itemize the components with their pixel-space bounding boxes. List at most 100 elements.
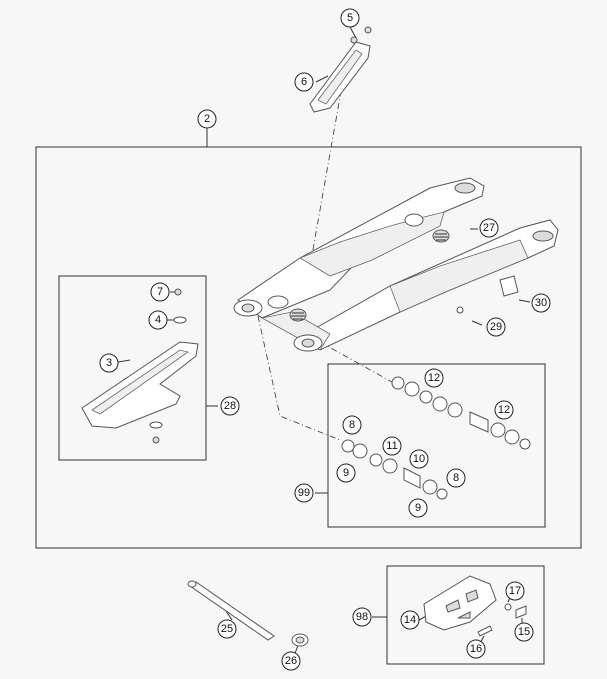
bearing-kit-frame [327,363,546,528]
callout-15: 15 [514,622,534,642]
chain-slider-upper-groove [317,49,363,105]
callout-4: 4 [148,310,168,330]
svg-text:15: 15 [518,626,530,638]
bearing-upper-2 [432,396,448,412]
nut-5 [364,26,372,34]
svg-text:3: 3 [106,357,112,369]
bolt-16 [477,625,493,637]
sleeve-upper [469,411,489,433]
svg-text:12: 12 [498,404,510,416]
svg-text:25: 25 [221,623,233,635]
chain-guide-14-cutouts [445,589,479,619]
svg-text:9: 9 [343,467,349,479]
callout-10: 10 [409,449,429,469]
vent-grille-lower [289,308,307,322]
svg-text:11: 11 [386,440,397,452]
callout-25: 25 [217,619,237,639]
callout-14: 14 [400,610,420,630]
screw-lower [152,436,160,444]
callout-5: 5 [340,8,360,28]
callout-28: 28 [220,396,240,416]
callout-26: 26 [281,651,301,671]
callout-3: 3 [99,353,119,373]
sleeve-lower [403,467,421,489]
callout-8-lower: 8 [342,415,362,435]
bearing-lower-2 [382,458,398,474]
seal-upper-2 [504,429,520,445]
washer-17 [504,603,512,611]
swingarm [233,177,559,352]
axle-nut-26-bore [295,636,305,644]
callout-11: 11 [382,436,402,456]
right-axle-slot [532,230,554,242]
chain-slider-group-frame [58,275,207,461]
svg-text:98: 98 [356,611,368,623]
svg-text:10: 10 [413,453,425,465]
callout-29: 29 [486,317,506,337]
svg-text:26: 26 [285,655,297,667]
svg-text:14: 14 [404,614,416,626]
callout-99: 99 [294,483,314,503]
callout-98: 98 [352,607,372,627]
svg-text:8: 8 [349,419,355,431]
right-pivot-bore [301,338,315,348]
callout-16: 16 [466,639,486,659]
upper-mount-hole [404,213,424,227]
chain-slider-3-groove [91,349,189,415]
leader-29 [471,320,483,326]
svg-text:8: 8 [453,472,459,484]
swingarm-right-rib [389,239,529,313]
bolt-15 [515,605,527,619]
svg-text:28: 28 [224,400,236,412]
chain-guide-group-frame [386,565,545,665]
svg-text:7: 7 [157,286,163,298]
bearing-row-upper [391,376,531,450]
bearing-upper-4 [490,422,506,438]
bolt-29 [456,306,464,314]
svg-text:30: 30 [535,297,547,309]
assembly-line-chain-slider [311,51,349,256]
seal-upper-1 [391,376,405,390]
svg-text:27: 27 [483,222,495,234]
callout-9-lower: 9 [336,463,356,483]
vent-grille-lower-lines [291,312,305,320]
leader-3 [117,359,131,363]
swingarm-left-rib [299,211,445,277]
chain-guide-14 [423,575,497,631]
swingarm-assembly-frame [35,146,582,549]
svg-text:29: 29 [490,321,502,333]
spacer-upper-1 [419,390,433,404]
svg-text:6: 6 [301,76,307,88]
cap-upper [519,438,531,450]
svg-text:2: 2 [204,113,210,125]
axle-head [187,580,197,588]
callout-7: 7 [150,282,170,302]
vent-grille-upper-lines [434,233,448,241]
svg-text:99: 99 [298,487,310,499]
callout-12-upper: 12 [424,368,444,388]
leader-5 [349,26,357,39]
bearing-lower-1 [352,443,368,459]
callout-6: 6 [294,72,314,92]
bearing-lower-3 [422,479,438,495]
bearing-upper-1 [404,381,420,397]
grille-plate-27 [432,229,450,243]
shock-link-mount [267,295,289,309]
svg-text:12: 12 [428,372,440,384]
callout-2: 2 [197,109,217,129]
callout-27: 27 [479,218,499,238]
svg-text:9: 9 [415,502,421,514]
callout-17: 17 [505,581,525,601]
callout-30: 30 [531,293,551,313]
bearing-upper-3 [447,402,463,418]
leader-30 [518,299,531,303]
cap-lower [436,488,448,500]
callout-8-right: 8 [446,468,466,488]
assembly-line-right-pivot [319,341,393,383]
callout-12-right: 12 [494,400,514,420]
svg-text:5: 5 [347,12,353,24]
bracket-30 [499,275,519,297]
left-pivot-bore [241,303,255,313]
seal-lower-1 [341,439,355,453]
